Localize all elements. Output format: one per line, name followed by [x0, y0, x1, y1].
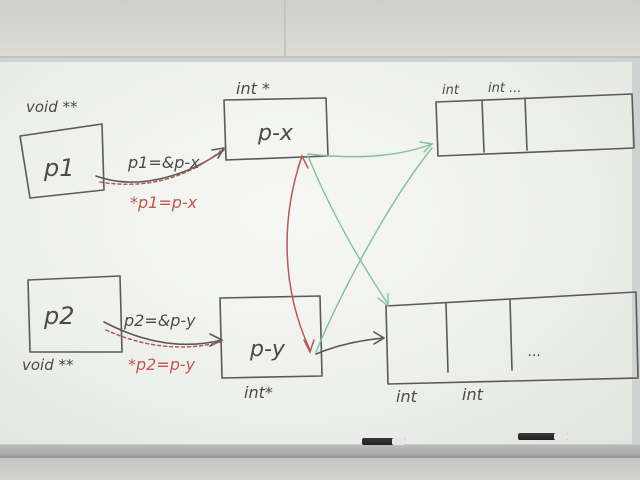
array-top [435, 93, 635, 157]
label-array-bottom-dots: ... [528, 344, 541, 360]
box-p-y [219, 295, 323, 379]
label-p1: p1 [43, 154, 75, 182]
label-void-star-star-bottom: void ** [22, 356, 74, 374]
array-bottom [385, 291, 639, 385]
label-array-top-int2: int ... [488, 81, 521, 96]
box-p1 [19, 123, 105, 199]
label-array-top-int1: int [442, 83, 460, 98]
arrow-px-py-red [286, 155, 311, 351]
label-p1-assign: p1=&p-x [127, 153, 200, 172]
marker-tray [0, 444, 640, 459]
label-p2-assign: p2=&p-y [123, 311, 196, 330]
wall-seam [284, 0, 286, 58]
marker-pen [362, 438, 406, 445]
label-array-bottom-int1: int [396, 387, 418, 406]
lower-wall [0, 458, 640, 480]
label-p1-deref: *p1=p-x [130, 193, 198, 212]
label-int-star-top: int * [236, 79, 270, 98]
marker-pen [518, 433, 568, 440]
arrow-py-to-array [315, 337, 385, 355]
label-p-y: p-y [249, 337, 286, 362]
label-array-bottom-int2: int [462, 385, 484, 404]
arrow-py-to-array-top-green [315, 147, 433, 353]
label-p2-deref: *p2=p-y [128, 355, 196, 374]
arrow-px-to-array-bottom-green [307, 155, 389, 305]
arrow-px-to-array-top-green [307, 143, 433, 158]
wall [0, 0, 640, 58]
label-int-star-bottom: int* [244, 383, 273, 402]
box-p2 [27, 275, 123, 353]
label-p2: p2 [43, 302, 75, 330]
label-void-star-star-top: void ** [26, 98, 78, 116]
label-p-x: p-x [257, 121, 294, 146]
arrow-p2-to-py [103, 321, 223, 346]
